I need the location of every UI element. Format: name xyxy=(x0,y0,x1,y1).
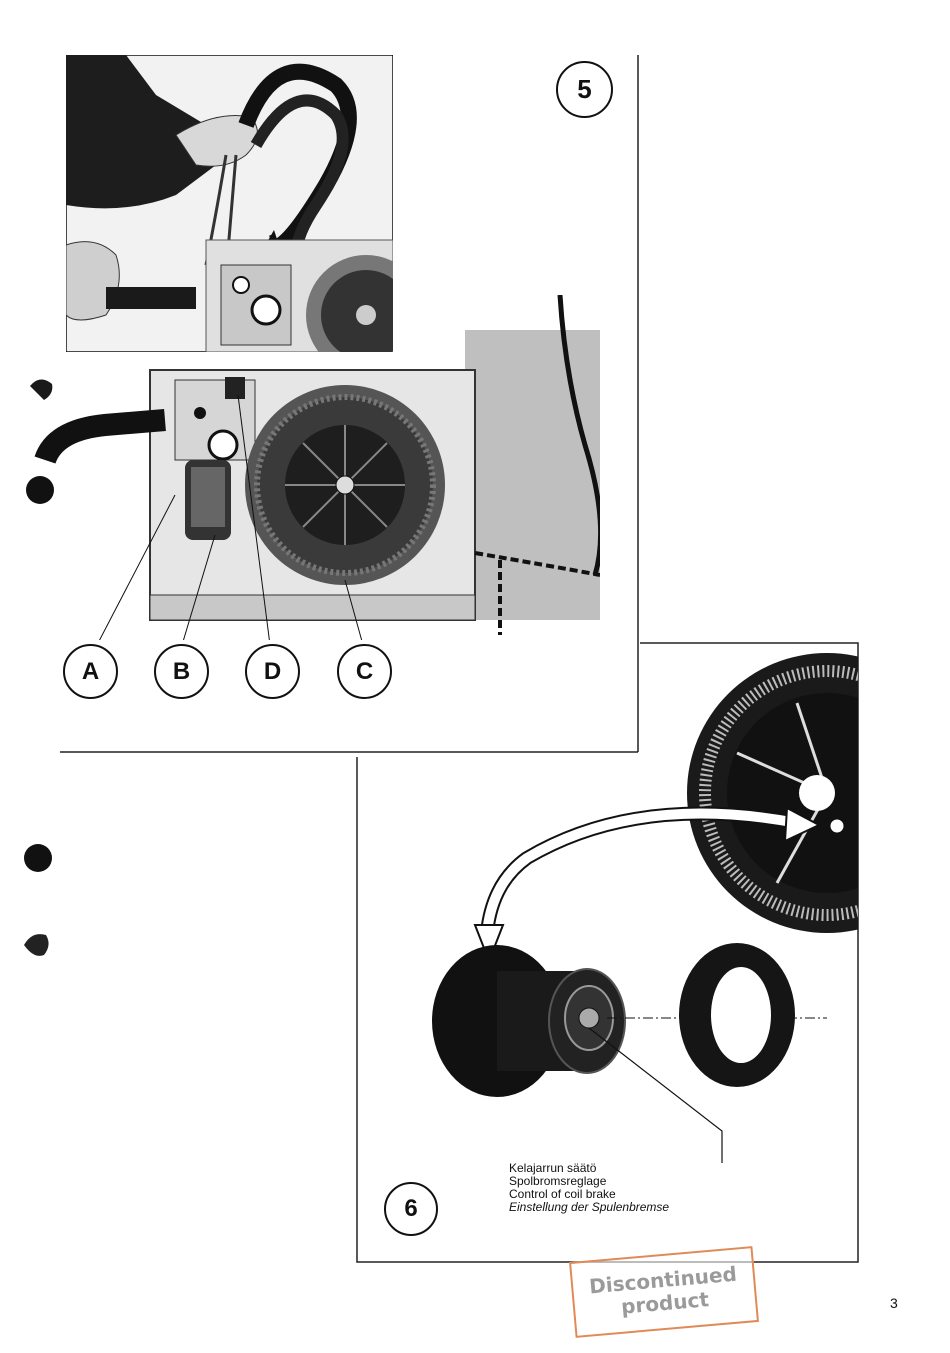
stamp-line-2: product xyxy=(620,1288,710,1319)
figure-6-number-text: 6 xyxy=(404,1195,417,1223)
discontinued-stamp: Discontinued product xyxy=(569,1246,759,1338)
page-number: 3 xyxy=(890,1295,898,1311)
figure-6-caption: Kelajarrun säätö Spolbromsreglage Contro… xyxy=(509,1162,669,1214)
caption-german: Einstellung der Spulenbremse xyxy=(509,1201,669,1214)
figure-6-number: 6 xyxy=(384,1182,438,1236)
